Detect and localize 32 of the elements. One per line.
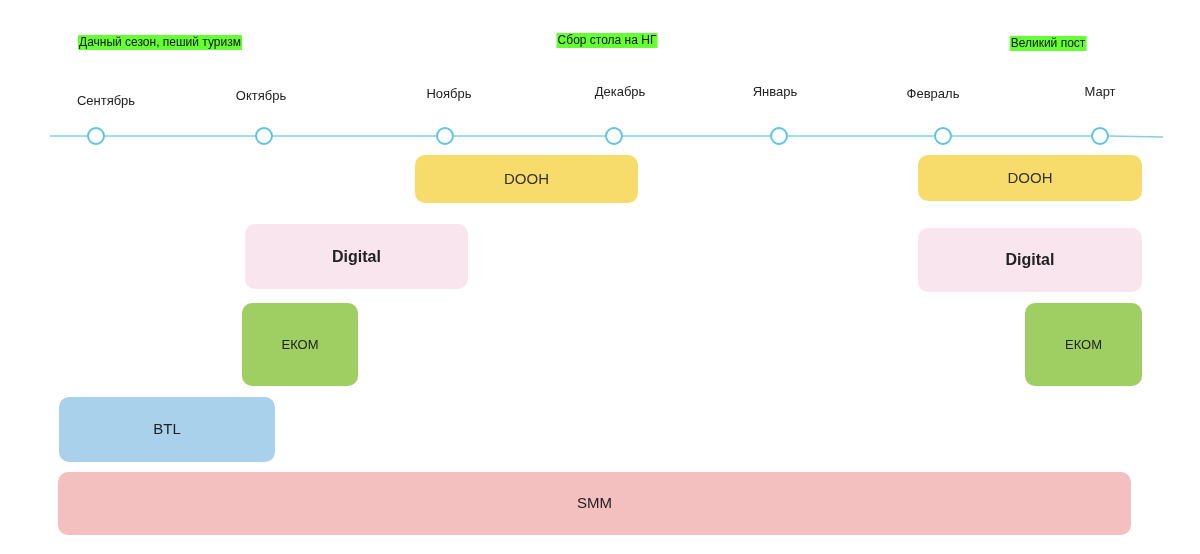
season-label: Сбор стола на НГ — [556, 33, 658, 48]
timeline-line — [104, 135, 256, 137]
timeline-line — [272, 135, 437, 137]
bar-label: DOOH — [504, 168, 549, 189]
timeline-line — [453, 135, 606, 137]
bar-label: DOOH — [1007, 167, 1053, 188]
bar-label: BTL — [153, 419, 181, 440]
month-label: Январь — [752, 83, 798, 101]
digital-bar — [245, 224, 468, 289]
month-label: Декабрь — [594, 83, 646, 101]
smm-bar — [58, 472, 1131, 535]
ecom-bar — [1025, 303, 1142, 386]
ecom-bar — [242, 303, 358, 386]
dooh-bar — [415, 155, 638, 203]
digital-bar — [918, 228, 1142, 292]
timeline-line — [622, 135, 771, 137]
month-label: Март — [1084, 83, 1116, 101]
bar-label: Digital — [1005, 250, 1055, 270]
btl-bar — [59, 397, 275, 462]
month-label: Ноябрь — [426, 85, 472, 103]
month-label: Сентябрь — [76, 92, 136, 110]
timeline-line — [951, 135, 1092, 137]
dooh-bar — [918, 155, 1142, 201]
month-label: Октябрь — [235, 87, 287, 105]
bar-label: ЕКОМ — [1064, 335, 1102, 354]
bar-label: SMM — [577, 493, 612, 514]
season-label: Дачный сезон, пеший туризм — [78, 35, 242, 50]
bar-label: Digital — [332, 246, 381, 267]
month-label: Февраль — [906, 85, 960, 103]
timeline-line — [787, 135, 935, 137]
bar-label: ЕКОМ — [281, 335, 319, 354]
season-label: Великий пост — [1009, 36, 1087, 51]
